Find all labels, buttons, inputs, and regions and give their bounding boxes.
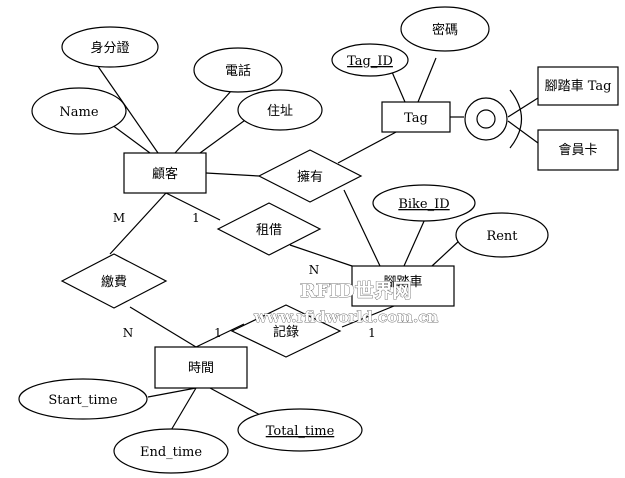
cardinality-time-record: 1: [214, 326, 222, 340]
entity-tag: Tag: [381, 101, 451, 133]
attr-end-time-label: End_time: [140, 445, 202, 460]
attr-rent: Rent: [455, 212, 549, 258]
attr-start-time: Start_time: [18, 378, 148, 420]
edge-circle-membercard: [507, 120, 539, 144]
entity-bike-label: 腳踏車: [383, 275, 422, 290]
edge-pay-time: [129, 306, 197, 348]
attr-id-number-label: 身分證: [90, 40, 129, 56]
cardinality-rent-bike: N: [309, 263, 320, 277]
cardinality-pay-time: N: [123, 326, 134, 340]
attr-name-label: Name: [59, 105, 98, 120]
attr-address-label: 住址: [267, 104, 293, 119]
entity-bike-tag: 腳踏車 Tag: [537, 66, 619, 106]
edge-customer-rent: [165, 192, 221, 221]
relationship-record: 記錄: [230, 304, 342, 358]
watermark: RFID世界网 www.rfidworld.com.cn: [253, 280, 439, 327]
edge-endtime-time: [169, 387, 197, 433]
connectors: [94, 57, 539, 433]
watermark-line1: RFID世界网: [300, 280, 412, 302]
edge-rentattr-bike: [431, 239, 461, 267]
entity-time-label: 時間: [188, 361, 214, 376]
edge-customer-own: [205, 172, 260, 177]
attr-tag-id: Tag_ID: [331, 43, 409, 77]
attr-id-number: 身分證: [61, 26, 159, 68]
edge-starttime-time: [147, 387, 197, 398]
entity-customer: 顧客: [123, 152, 207, 194]
edge-totaltime-time: [209, 387, 263, 417]
relationship-record-label: 記錄: [273, 324, 299, 340]
cardinality-record-bike: 1: [368, 326, 376, 340]
entity-bike-tag-label: 腳踏車 Tag: [545, 79, 612, 94]
attr-phone: 電話: [193, 47, 283, 93]
relationship-rent: 租借: [216, 202, 322, 256]
edge-bikeid-bike: [403, 218, 426, 267]
watermark-line2: www.rfidworld.com.cn: [253, 308, 438, 326]
attr-bike-id: Bike_ID: [372, 184, 476, 222]
edge-id-number-customer: [94, 61, 159, 154]
attr-rent-label: Rent: [486, 229, 518, 244]
edge-time-record: [195, 323, 245, 348]
attr-total-time: Total_time: [237, 408, 363, 452]
relationship-own-label: 擁有: [297, 170, 323, 185]
attr-start-time-label: Start_time: [48, 393, 118, 408]
relationship-pay: 繳費: [60, 253, 168, 309]
edge-circle-biketag: [507, 97, 539, 118]
entity-member-card-label: 會員卡: [558, 143, 597, 158]
entity-member-card: 會員卡: [537, 129, 619, 171]
entity-bike: 腳踏車: [351, 265, 455, 307]
edge-own-bike: [343, 189, 381, 267]
specialization-circle: [464, 89, 522, 149]
edge-password-tag: [417, 57, 437, 103]
attr-total-time-label: Total_time: [266, 424, 335, 439]
relationship-pay-label: 繳費: [101, 275, 127, 290]
entity-time: 時間: [154, 346, 248, 389]
edge-own-tag: [337, 130, 399, 164]
attr-address: 住址: [237, 89, 323, 131]
attr-password: 密碼: [400, 6, 490, 52]
attr-end-time: End_time: [113, 428, 229, 474]
edge-record-bike: [341, 305, 395, 328]
specialization-arc: [509, 89, 522, 149]
edge-address-customer: [199, 117, 249, 154]
cardinality-customer-rent: 1: [192, 211, 200, 225]
cardinality-customer-pay: M: [113, 211, 125, 225]
attr-phone-label: 電話: [225, 63, 251, 79]
entity-customer-label: 顧客: [152, 166, 178, 182]
relationship-rent-label: 租借: [256, 223, 282, 238]
edge-rent-bike: [289, 244, 353, 267]
attr-tag-id-label: Tag_ID: [347, 54, 393, 69]
relationship-own: 擁有: [257, 149, 363, 203]
attr-password-label: 密碼: [432, 22, 458, 38]
edge-tagid-tag: [391, 71, 406, 103]
attr-name: Name: [31, 87, 127, 135]
edge-customer-pay: [109, 192, 167, 255]
edge-name-customer: [107, 121, 151, 154]
entity-tag-label: Tag: [404, 111, 428, 126]
attr-bike-id-label: Bike_ID: [398, 197, 449, 212]
edge-phone-customer: [174, 89, 233, 154]
